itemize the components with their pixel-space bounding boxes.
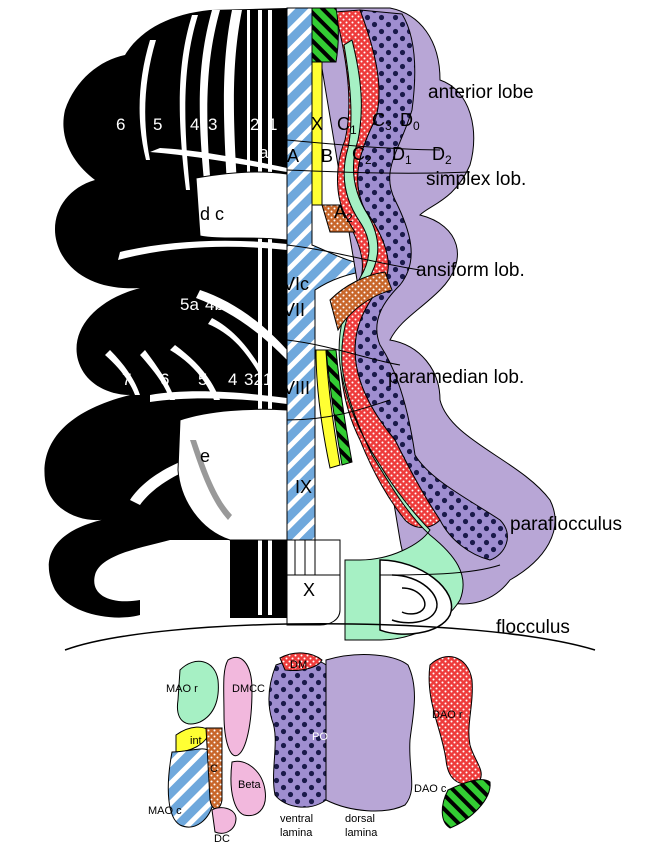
olive-label-ventral-lamina-2: lamina [280, 827, 313, 839]
stripe-label-1: 1 [268, 115, 277, 134]
stripe-label-5: 5 [153, 115, 162, 134]
olive-po-dorsal-purple [326, 655, 414, 811]
stripe-label-2: 2 [250, 115, 259, 134]
label-anterior-lobe: anterior lobe [428, 82, 534, 103]
stripe-label-4: 4 [190, 115, 199, 134]
olive-label-mao-r: MAO r [166, 683, 198, 695]
label-simplex-lobule: simplex lob. [426, 169, 526, 190]
olive-label-mao-c: MAO c [148, 805, 182, 817]
olive-label-dao-c: DAO c [414, 783, 447, 795]
olive-label-int: int [190, 735, 202, 747]
stripe-label-row-7: 7 [122, 370, 131, 389]
olive-label-dorsal-lamina-2: lamina [345, 827, 378, 839]
stripe-label-row-4: 4 [228, 370, 237, 389]
zone-label-x: X [311, 114, 323, 134]
stripe-label-row-321: 321 [244, 370, 272, 389]
olive-label-c: C [210, 763, 218, 775]
olive-dc-pink [212, 808, 236, 834]
label-paramedian-lobule: paramedian lob. [388, 367, 524, 388]
label-x-vermis: X [303, 580, 315, 600]
label-ansiform-lobule: ansiform lob. [416, 260, 525, 281]
olive-label-dmcc: DMCC [232, 683, 265, 695]
label-flocculus: flocculus [496, 617, 570, 638]
stripe-label-5a: 5a [180, 295, 199, 314]
olive-label-po: PO [312, 731, 328, 743]
label-vic: VIc [283, 274, 309, 294]
zone-x-green [312, 8, 338, 62]
olive-label-ventral-lamina: ventral [280, 813, 313, 825]
olive-label-dorsal-lamina: dorsal [345, 813, 375, 825]
stripe-label-3: 3 [208, 115, 217, 134]
olive-label-dc: DC [214, 833, 230, 845]
zone-label-a: A [287, 146, 299, 166]
olive-label-dao-r: DAO r [432, 709, 463, 721]
inferior-olive: MAO r DMCC int C Beta MAO c DC DM PO ven… [148, 653, 490, 845]
zone-label-b: B [321, 146, 333, 166]
stripe-label-row-5: 5 [198, 370, 207, 389]
olive-dmcc-pink [224, 657, 252, 755]
olive-label-dm: DM [290, 659, 307, 671]
stripe-label-6: 6 [116, 115, 125, 134]
olive-label-beta: Beta [238, 779, 262, 791]
label-viii: VIII [283, 378, 310, 398]
stripe-label-row-6: 6 [160, 370, 169, 389]
label-paraflocculus: paraflocculus [510, 514, 622, 535]
stripe-label-4b: 4b [205, 295, 224, 314]
left-hemisphere [44, 8, 287, 618]
label-ix: IX [295, 477, 312, 497]
olive-dao-caudal-green [442, 780, 490, 828]
stripe-label-dc: d c [200, 204, 224, 224]
label-vii: VII [283, 300, 305, 320]
stripe-label-e: e [200, 446, 210, 466]
stripe-label-a: a [259, 143, 269, 162]
